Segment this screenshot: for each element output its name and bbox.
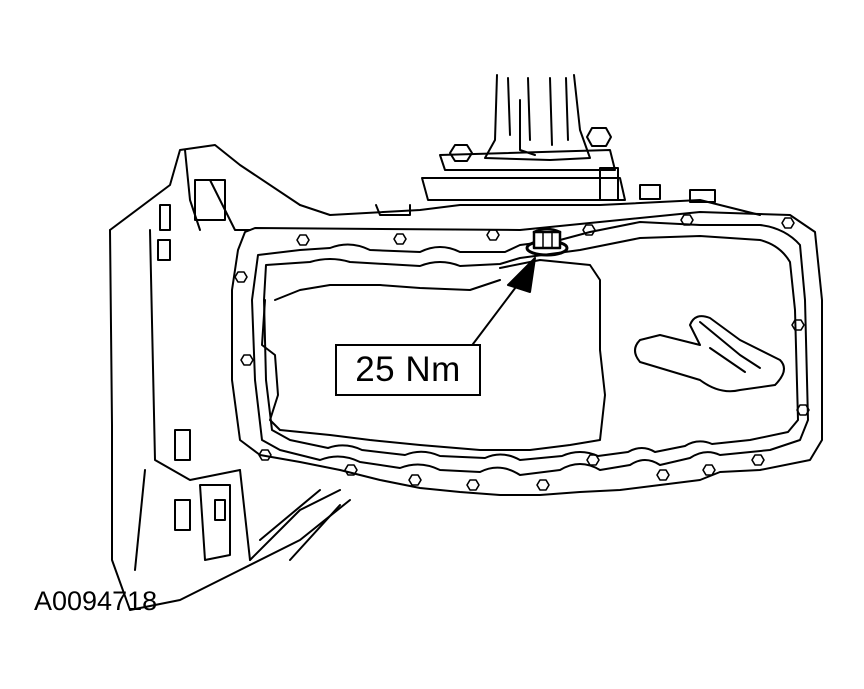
transmission-mount xyxy=(299,74,761,216)
oil-pan xyxy=(231,211,823,496)
torque-callout: 25 Nm xyxy=(335,344,481,396)
engine-block xyxy=(109,144,351,611)
drain-plug-bolt xyxy=(525,227,569,257)
flange-bolts xyxy=(234,214,810,491)
figure-id: A0094718 xyxy=(34,586,158,616)
torque-leader-arrow xyxy=(469,257,536,349)
